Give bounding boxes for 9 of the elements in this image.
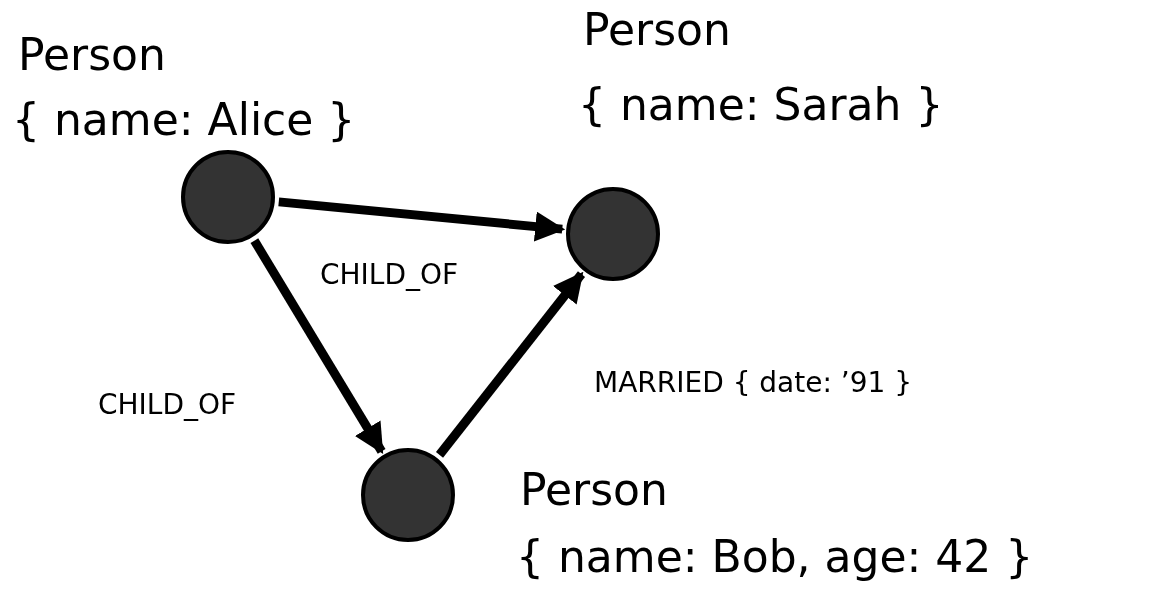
node-type-label: Person	[520, 465, 668, 515]
arrow	[278, 197, 566, 242]
node-properties: { name: Alice }	[12, 95, 356, 145]
arrow	[435, 271, 586, 458]
node-type-label: Person	[18, 30, 166, 80]
arrow	[250, 238, 386, 454]
node-properties: { name: Bob, age: 42 }	[516, 532, 1034, 582]
node-properties: { name: Sarah }	[578, 80, 944, 130]
node-type-label: Person	[583, 5, 731, 55]
